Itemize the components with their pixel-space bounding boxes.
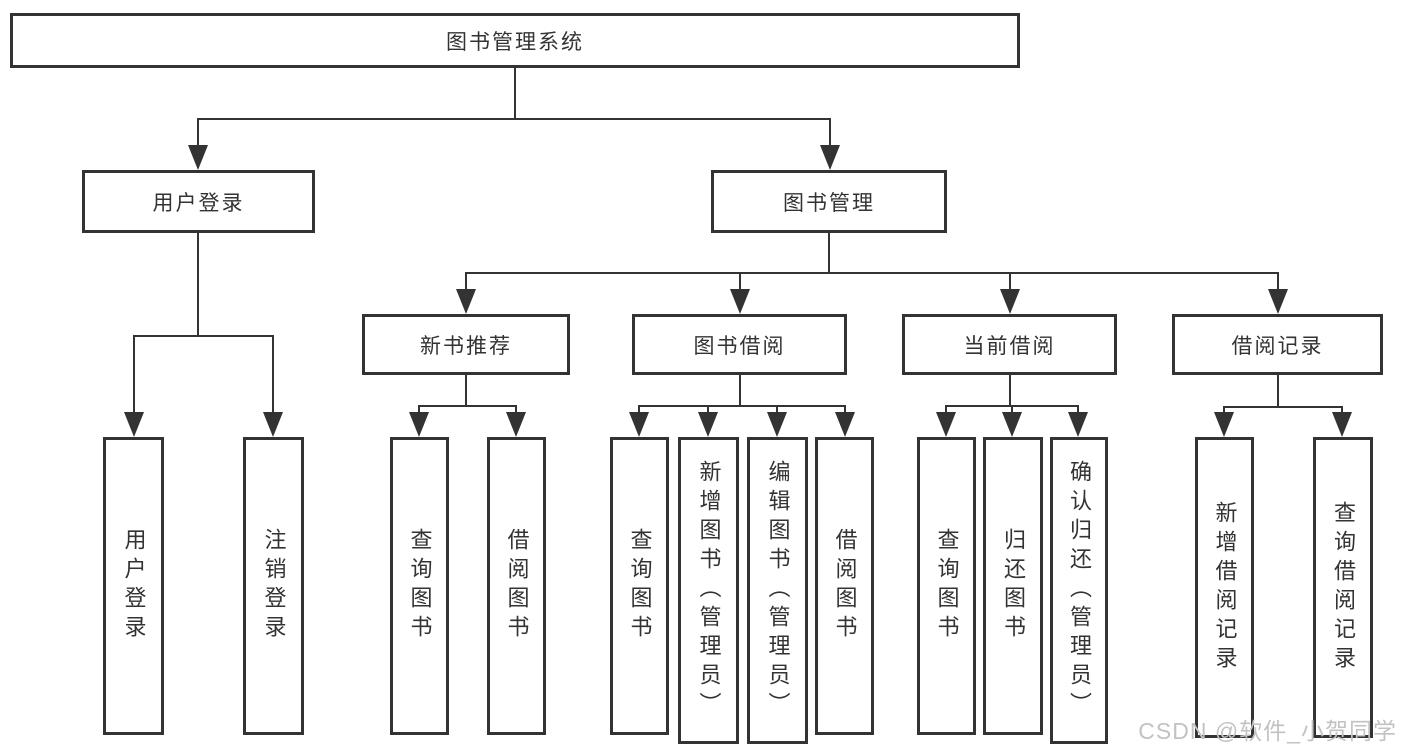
leaf-label: 借阅图书 [832,528,858,644]
leaf-logout: 注销登录 [243,437,304,735]
leaf-label: 编辑图书（管理员） [765,460,791,721]
arrow-down-icon [188,145,208,170]
connector-stem [707,405,709,414]
leaf-query-books: 查询图书 [917,437,976,735]
connector-level2-bar [197,118,831,120]
node-root: 图书管理系统 [10,13,1020,68]
arrow-down-icon [767,412,787,437]
arrow-down-icon [730,289,750,314]
connector-stem [1009,272,1011,290]
connector-stem [1077,405,1079,414]
connector-user-login-bar [133,335,274,337]
leaf-label: 查询图书 [407,528,433,644]
leaf-borrow-books: 借阅图书 [487,437,546,735]
node-book-borrow: 图书借阅 [632,314,847,375]
connector-stem [465,272,467,290]
node-label: 借阅记录 [1231,334,1324,358]
leaf-borrow-books: 借阅图书 [815,437,874,735]
arrow-down-icon [1002,412,1022,437]
leaf-label: 借阅图书 [504,528,530,644]
connector-book-borrow-stem [739,375,741,405]
node-book-management: 图书管理 [711,170,947,233]
connector-current-borrow-stem [1009,375,1011,405]
leaf-user-login: 用户登录 [103,437,164,735]
node-current-borrow: 当前借阅 [902,314,1117,375]
node-user-login: 用户登录 [82,170,315,233]
connector-stem [739,272,741,290]
arrow-down-icon [124,412,144,437]
leaf-query-borrow-record: 查询借阅记录 [1313,437,1373,738]
arrow-down-icon [1332,412,1352,437]
node-label: 新书推荐 [420,334,512,358]
leaf-label: 新增借阅记录 [1212,500,1238,675]
connector-stem [1223,406,1225,414]
arrow-down-icon [936,412,956,437]
leaf-return-books: 归还图书 [983,437,1043,735]
connector-book-mgmt-stem [828,233,830,272]
connector-stem [844,405,846,414]
leaf-add-books-admin: 新增图书（管理员） [678,437,739,744]
leaf-confirm-return-admin: 确认归还（管理员） [1050,437,1108,744]
leaf-edit-books-admin: 编辑图书（管理员） [747,437,808,744]
connector-new-book-bar [418,405,517,407]
node-root-label: 图书管理系统 [446,30,584,54]
arrow-down-icon [409,412,429,437]
arrow-down-icon [820,145,840,170]
connector-user-login-stem [197,233,199,335]
arrow-down-icon [1000,289,1020,314]
leaf-label: 新增图书（管理员） [696,460,722,721]
leaf-label: 确认归还（管理员） [1067,460,1092,721]
connector-stem [829,118,831,146]
arrow-down-icon [698,412,718,437]
connector-book-borrow-bar [638,405,846,407]
leaf-label: 用户登录 [121,528,147,644]
csdn-watermark: CSDN @软件_小贺同学 [1138,718,1397,744]
node-label: 图书管理 [783,191,875,215]
connector-stem [133,335,135,413]
leaf-label: 查询图书 [627,528,653,644]
leaf-label: 查询借阅记录 [1331,500,1356,675]
node-label: 用户登录 [152,191,245,215]
arrow-down-icon [456,289,476,314]
connector-borrow-record-bar [1223,406,1343,408]
node-borrow-record: 借阅记录 [1172,314,1383,375]
connector-root-stem [514,68,516,119]
node-label: 图书借阅 [693,334,786,358]
arrow-down-icon [835,412,855,437]
connector-stem [418,405,420,414]
connector-stem [776,405,778,414]
connector-stem [272,335,274,413]
node-new-book-recommend: 新书推荐 [362,314,570,375]
connector-stem [515,405,517,414]
connector-new-book-stem [465,375,467,405]
connector-stem [1277,272,1279,290]
leaf-label: 查询图书 [934,528,960,644]
connector-borrow-record-stem [1277,375,1279,406]
leaf-query-books: 查询图书 [390,437,449,735]
arrow-down-icon [263,412,283,437]
connector-level3-bar [465,272,1279,274]
connector-stem [945,405,947,414]
arrow-down-icon [629,412,649,437]
connector-stem [197,118,199,146]
arrow-down-icon [506,412,526,437]
leaf-add-borrow-record: 新增借阅记录 [1195,437,1254,738]
arrow-down-icon [1268,289,1288,314]
connector-stem [1011,405,1013,414]
connector-stem [638,405,640,414]
leaf-label: 归还图书 [1001,528,1026,644]
arrow-down-icon [1068,412,1088,437]
leaf-query-books: 查询图书 [610,437,669,735]
arrow-down-icon [1214,412,1234,437]
node-label: 当前借阅 [963,334,1056,358]
connector-stem [1341,406,1343,414]
leaf-label: 注销登录 [261,528,287,644]
